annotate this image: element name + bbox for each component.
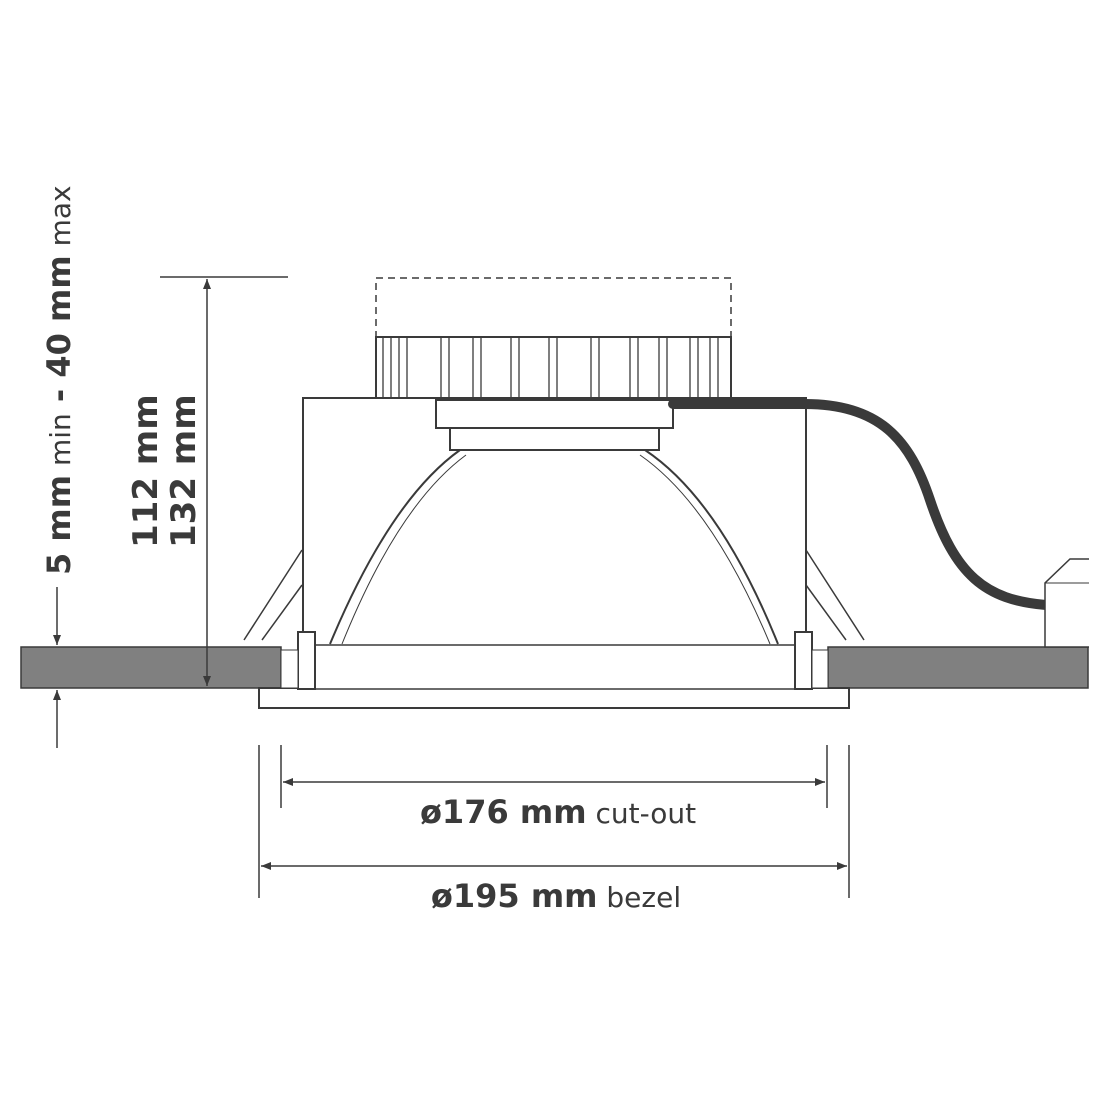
- bezel-value: ø195 mm: [431, 877, 598, 915]
- clip-post-left: [297, 631, 316, 690]
- heat-sink: [375, 336, 732, 399]
- ceiling-left: [20, 646, 282, 689]
- gap-left: [280, 649, 299, 689]
- height-label-2: 132 mm: [164, 394, 204, 548]
- cutout-dimension: [280, 745, 828, 808]
- height-dimension: [160, 276, 288, 686]
- cable: [668, 399, 1051, 610]
- cutout-value: ø176 mm: [420, 793, 587, 831]
- ceiling-right: [827, 646, 1089, 689]
- height-label-1: 112 mm: [126, 394, 166, 548]
- thickness-max-value: 40 mm: [40, 255, 78, 377]
- thickness-min-value: 5 mm: [40, 475, 78, 575]
- gap-right: [811, 649, 829, 689]
- thickness-min-suffix: min: [44, 413, 77, 475]
- cutout-label: ø176 mm cut-out: [420, 793, 696, 831]
- module-collar-lower: [449, 427, 660, 451]
- thickness-max-suffix: max: [44, 185, 77, 255]
- cutout-suffix: cut-out: [587, 797, 697, 830]
- thickness-label: 5 mm min - 40 mm max: [40, 185, 78, 575]
- reflector-inner: [341, 454, 771, 645]
- thickness-separator: -: [40, 378, 78, 414]
- housing-ring: [314, 644, 796, 690]
- module-collar-upper: [435, 399, 674, 429]
- clip-post-right: [794, 631, 813, 690]
- ceiling-board: [20, 646, 1089, 689]
- bezel: [258, 687, 850, 709]
- driver-box: [1044, 558, 1089, 648]
- bezel-dimension: [258, 745, 850, 898]
- bezel-suffix: bezel: [598, 881, 682, 914]
- bezel-label: ø195 mm bezel: [431, 877, 681, 915]
- heat-sink-extension-dashed: [375, 277, 732, 338]
- spring-clips: [243, 549, 865, 641]
